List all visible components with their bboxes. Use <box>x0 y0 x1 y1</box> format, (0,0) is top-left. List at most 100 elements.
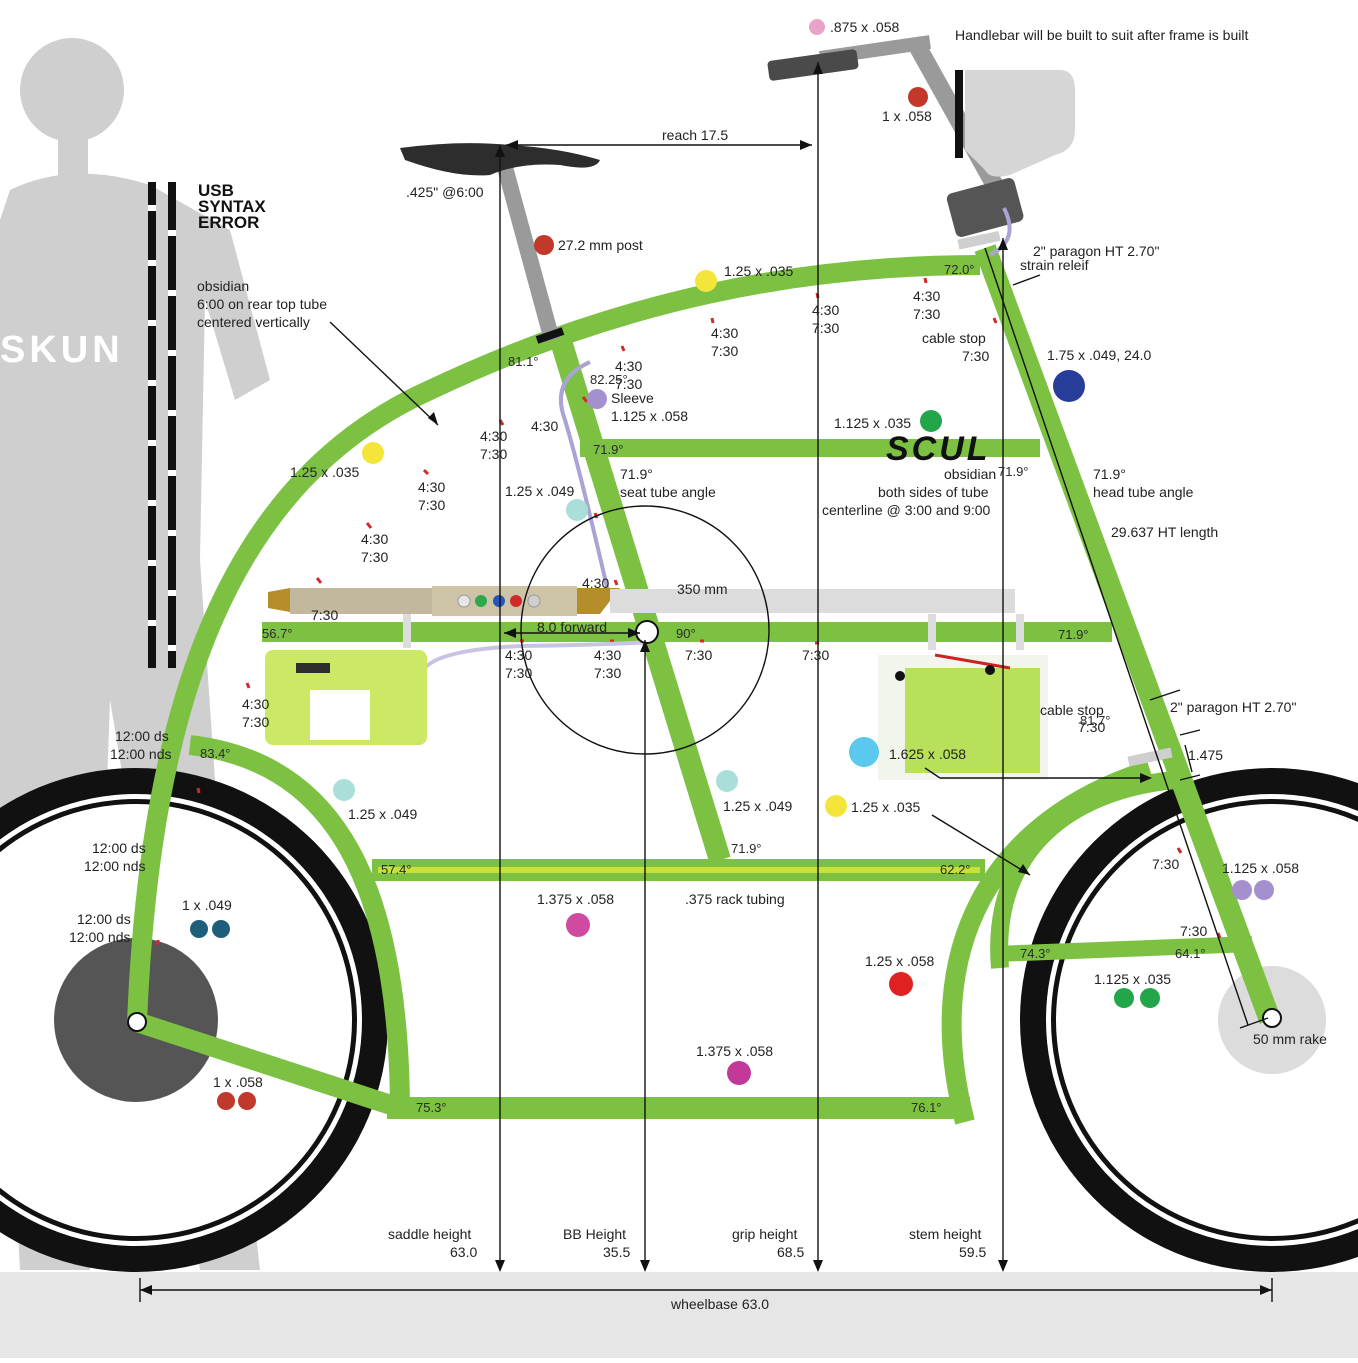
dot-lavender-b <box>1254 880 1274 900</box>
dot-plum <box>727 1061 751 1085</box>
angle-817: 81.7° <box>1080 713 1111 728</box>
dot-yellow-left <box>362 442 384 464</box>
angle-8225: 82.25° <box>590 372 628 387</box>
front-wheel <box>1020 768 1358 1272</box>
dot-yellow-top <box>695 270 717 292</box>
usb-line-1: USB <box>198 181 234 200</box>
rack-button-blue[interactable] <box>493 595 505 607</box>
spec-125x049-left: 1.25 x .049 <box>348 806 417 822</box>
note-forward: 8.0 forward <box>537 619 607 635</box>
note-circle: 350 mm <box>677 581 728 597</box>
note-obsidian-front-2: both sides of tube <box>878 484 989 500</box>
angle-567: 56.7° <box>262 626 293 641</box>
usb-line-2: SYNTAX <box>198 197 266 216</box>
rear-wheel <box>0 768 388 1272</box>
pelican-case <box>265 650 427 745</box>
angle-761: 76.1° <box>911 1100 942 1115</box>
ground-band <box>0 1272 1358 1358</box>
clock-12b: 7:30 <box>505 665 532 681</box>
angle-834: 83.4° <box>200 746 231 761</box>
spec-1125x058-fork: 1.125 x .058 <box>1222 860 1299 876</box>
dot-green-b <box>1140 988 1160 1008</box>
vertical-glyph-strip <box>148 182 176 668</box>
clock-7b: 7:30 <box>361 549 388 565</box>
grip-height-value: 68.5 <box>777 1244 804 1260</box>
clock-3a: 4:30 <box>711 325 738 341</box>
dot-cyan <box>849 737 879 767</box>
spec-1x049: 1 x .049 <box>182 897 232 913</box>
dot-brightred <box>889 972 913 996</box>
main-arc-tube <box>127 255 981 1024</box>
spec-125x035-top: 1.25 x .035 <box>724 263 793 279</box>
note-obsidian-front-3: centerline @ 3:00 and 9:00 <box>822 502 991 518</box>
angle-622: 62.2° <box>940 862 971 877</box>
clock-8a: 4:30 <box>242 696 269 712</box>
stem-handlebar-assembly <box>767 35 1075 257</box>
rack-button-white[interactable] <box>457 594 471 608</box>
spec-0875: .875 x .058 <box>830 19 899 35</box>
note-1475: 1.475 <box>1188 747 1223 763</box>
dot-mint-left <box>333 779 355 801</box>
bb-height-value: 35.5 <box>603 1244 630 1260</box>
clock-2b: 7:30 <box>913 306 940 322</box>
seatpost <box>495 157 560 343</box>
spec-sleeve: 1.125 x .058 <box>611 408 688 424</box>
headset-bottom <box>1127 747 1173 767</box>
rear-seat-stay-arc <box>188 735 410 1116</box>
rack-button-green[interactable] <box>475 595 487 607</box>
sleeve-cable <box>559 360 612 601</box>
dot-green-cross <box>920 410 942 432</box>
clock-r3b: 12:00 nds <box>69 929 131 945</box>
rack-button-red[interactable] <box>510 595 522 607</box>
clock-12a: 4:30 <box>505 647 532 663</box>
clock-13a: 4:30 <box>594 647 621 663</box>
angle-719-rack: 71.9° <box>1058 627 1089 642</box>
headset-top <box>957 230 1001 250</box>
handlebar-note: Handlebar will be built to suit after fr… <box>955 27 1248 43</box>
grip-height-label: grip height <box>732 1226 797 1242</box>
note-reach: reach 17.5 <box>662 127 728 143</box>
clock-3b: 7:30 <box>711 343 738 359</box>
height-measurements: saddle height 63.0 BB Height 35.5 grip h… <box>388 1226 986 1260</box>
clock-7a: 4:30 <box>361 531 388 547</box>
rack-button-grey[interactable] <box>527 594 541 608</box>
bb-height-label: BB Height <box>563 1226 626 1242</box>
note-wheelbase: wheelbase 63.0 <box>670 1296 769 1312</box>
angle-labels: 81.1° 82.25° 72.0° 71.9° 71.9° 56.7° 90°… <box>200 262 1206 1115</box>
spec-125x049-seat: 1.25 x .049 <box>505 483 574 499</box>
clock-r2a: 12:00 ds <box>92 840 146 856</box>
note-rack: .375 rack tubing <box>685 891 785 907</box>
clock-6a: 4:30 <box>418 479 445 495</box>
spec-1x058-chain: 1 x .058 <box>213 1074 263 1090</box>
rack-posts <box>403 614 1024 650</box>
bottom-bracket <box>635 620 659 644</box>
angle-641: 64.1° <box>1175 946 1206 961</box>
fork-arc <box>990 771 1176 969</box>
dimension-lines <box>139 62 1273 1302</box>
headlight <box>965 70 1075 177</box>
dot-red-top <box>908 87 928 107</box>
battery-box <box>878 653 1048 780</box>
angle-574: 57.4° <box>381 862 412 877</box>
note-seat-clamp: .425" @6:00 <box>406 184 484 200</box>
box-cable <box>423 640 651 670</box>
note-ht-top: 2" paragon HT 2.70" <box>1033 243 1159 259</box>
note-seat-angle-1: 71.9° <box>620 466 653 482</box>
silhouette-text: SKUN <box>0 329 124 371</box>
clock-17: 7:30 <box>1180 923 1207 939</box>
front-dropout <box>1262 1008 1282 1028</box>
spec-125x049-down: 1.25 x .049 <box>723 798 792 814</box>
note-head-angle-1: 71.9° <box>1093 466 1126 482</box>
stem-height-value: 59.5 <box>959 1244 986 1260</box>
dot-red-b <box>238 1092 256 1110</box>
note-post: 27.2 mm post <box>558 237 643 253</box>
note-rake: 50 mm rake <box>1253 1031 1327 1047</box>
brand-logo: SCUL <box>886 430 991 468</box>
dot-mint-seat <box>566 499 588 521</box>
clock-1a: 4:30 <box>812 302 839 318</box>
note-strain: strain releif <box>1020 257 1089 273</box>
spec-125x035-right: 1.25 x .035 <box>851 799 920 815</box>
note-obsidian-rear-1: obsidian <box>197 278 249 294</box>
